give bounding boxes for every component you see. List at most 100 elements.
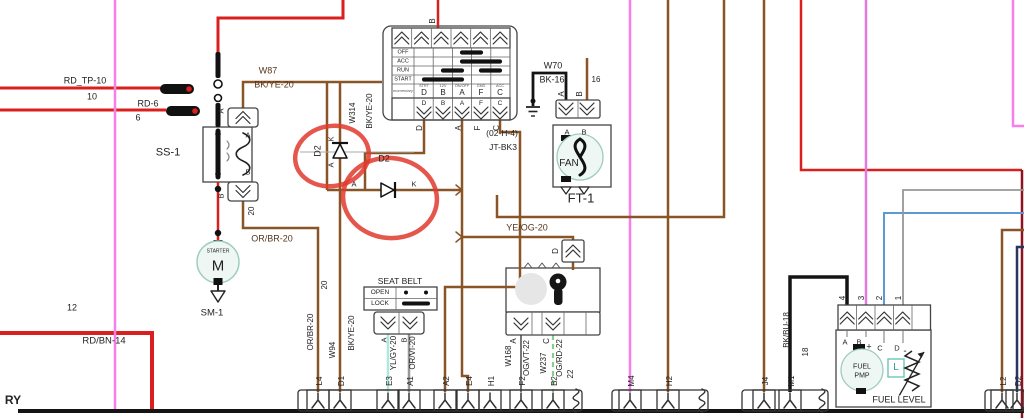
ignition-position-run: RUN — [397, 66, 409, 73]
connector-pin-icon — [235, 184, 251, 199]
label-og-vt-22: OG/VT-22 — [522, 339, 531, 377]
label-fan-a-in: A — [564, 127, 570, 137]
ignition-pin-letter-4: C — [497, 99, 503, 107]
label-ign-a-out: A — [454, 125, 463, 131]
strip-2-pin-M4 — [618, 389, 642, 412]
harness-pin-icon — [757, 392, 771, 409]
label-w94: W94 — [328, 341, 337, 359]
starter-terminal — [213, 278, 223, 285]
label-key-a: A — [509, 338, 518, 344]
connector-pin-icon — [435, 106, 451, 120]
label-key-d: D — [551, 248, 560, 254]
connector-pin-icon — [858, 311, 874, 325]
diode2-icon — [380, 182, 395, 198]
label-22: 22 — [566, 369, 575, 379]
strip-3-pin-M1 — [778, 389, 802, 412]
label-ss-1: SS-1 — [155, 146, 181, 159]
harness-pin-label-A2: A2 — [442, 376, 451, 386]
label-ign-b-top: B — [428, 18, 437, 24]
strip-2-pin-H2 — [656, 389, 680, 412]
ss1-pin — [215, 103, 221, 127]
fuel-pin-number-0: 4 — [838, 295, 848, 301]
annotation-circle-diode1 — [292, 123, 372, 189]
label-ft-1: FT-1 — [567, 190, 595, 206]
fuel-pin-number-2: 2 — [875, 295, 885, 301]
harness-pin-icon — [438, 392, 452, 409]
contact-dot — [215, 131, 221, 137]
ignition-col-tag-0: STRT — [419, 83, 429, 88]
fan-terminal — [561, 176, 571, 182]
fuel-pin1-gray-wire — [902, 189, 1024, 307]
strip-1-pin-A2 — [433, 389, 457, 412]
connector-pin-icon — [473, 106, 489, 120]
label-bk-bu-18: BK/BU-18 — [782, 312, 791, 348]
label-or-vi-20: OR/VI-20 — [408, 336, 417, 370]
lug-dot — [192, 108, 198, 114]
label-fuel-plus: + — [866, 341, 872, 352]
harness-pin-label-B2: B2 — [550, 376, 559, 386]
right-red-wire — [799, 0, 1022, 172]
label-diode1-k: K — [326, 136, 336, 142]
fuel-level-resistor-icon — [903, 350, 921, 392]
label-seat-belt: SEAT BELT — [377, 275, 423, 286]
rd-bn-14-wire — [0, 331, 154, 411]
label-diode2-a: A — [351, 179, 357, 189]
label-diode1-d2: D2 — [312, 145, 323, 157]
label-bk-16: BK-16 — [539, 74, 565, 85]
ignition-col-letter-0: D — [421, 88, 427, 97]
ss1-top-connector — [227, 107, 259, 128]
annotation-circle-diode2 — [340, 155, 440, 241]
connector-pin-icon — [492, 31, 508, 45]
label-fuel-pmp-1: FUEL — [853, 363, 871, 371]
ignition-col-tag-4: ACC — [495, 83, 505, 88]
harness-pin-icon — [333, 392, 347, 409]
harness-pin-icon — [311, 392, 325, 409]
label-ss1-b-in: B — [245, 167, 251, 177]
strip-1-pin-B2 — [541, 389, 565, 412]
strip-1-pin-H1 — [478, 389, 502, 412]
key-top-pins-icon — [523, 262, 561, 269]
connector-pin-icon — [565, 244, 581, 258]
label-18: 18 — [801, 347, 810, 357]
switch-dot — [404, 290, 408, 295]
strip-4-pin-L2 — [990, 389, 1014, 412]
rd-6-lug — [166, 106, 200, 116]
ignition-col-letter-3: F — [478, 88, 484, 97]
label-or-br-20-v: OR/BR-20 — [306, 313, 315, 351]
ignition-c-wire — [443, 120, 522, 392]
ignition-momentary-label: momentary — [392, 88, 414, 93]
label-key-c: C — [542, 338, 551, 344]
ignition-position-acc: ACC — [397, 57, 409, 64]
key-fob-hole — [555, 278, 561, 284]
d2-navy-wire — [1015, 245, 1024, 392]
ignition-a-wire — [460, 120, 470, 392]
label-fan: FAN — [559, 158, 579, 169]
label-starter-m: M — [211, 257, 225, 275]
label-fuel-minus: - — [903, 346, 907, 357]
ignition-col-tag-1: 12V — [439, 83, 447, 88]
ss1-bottom-connector — [227, 181, 259, 202]
strip-2 — [611, 389, 709, 412]
seatbelt-row-open: OPEN — [370, 288, 390, 296]
label-w87-color: BK/YE-20 — [254, 79, 294, 90]
connector-pin-icon — [453, 31, 469, 45]
pin-ring — [213, 93, 223, 103]
label-jt-bk3: JT-BK3 — [489, 141, 517, 152]
ground-dot — [530, 98, 536, 104]
ignition-table — [391, 47, 511, 99]
harness-pin-label-L2: L2 — [999, 376, 1008, 386]
ignition-col-letter-1: B — [440, 88, 446, 97]
label-diode1-a: A — [326, 162, 336, 168]
label-diode2-d2: D2 — [378, 153, 390, 164]
harness-pin-label-H2: H2 — [665, 375, 674, 387]
ignition-pin-letter-0: D — [421, 99, 427, 107]
junction-icon — [455, 231, 463, 243]
lug-dot — [186, 86, 192, 92]
harness-pin-icon — [402, 392, 416, 409]
fan-row-wire — [495, 0, 726, 219]
connector-pin-icon — [492, 106, 508, 120]
or-br-l4-wire — [241, 201, 320, 392]
label-fuel-l: L — [893, 362, 899, 373]
strip-3-pin-J4 — [752, 389, 776, 412]
label-ign-d-out: D — [415, 125, 424, 131]
